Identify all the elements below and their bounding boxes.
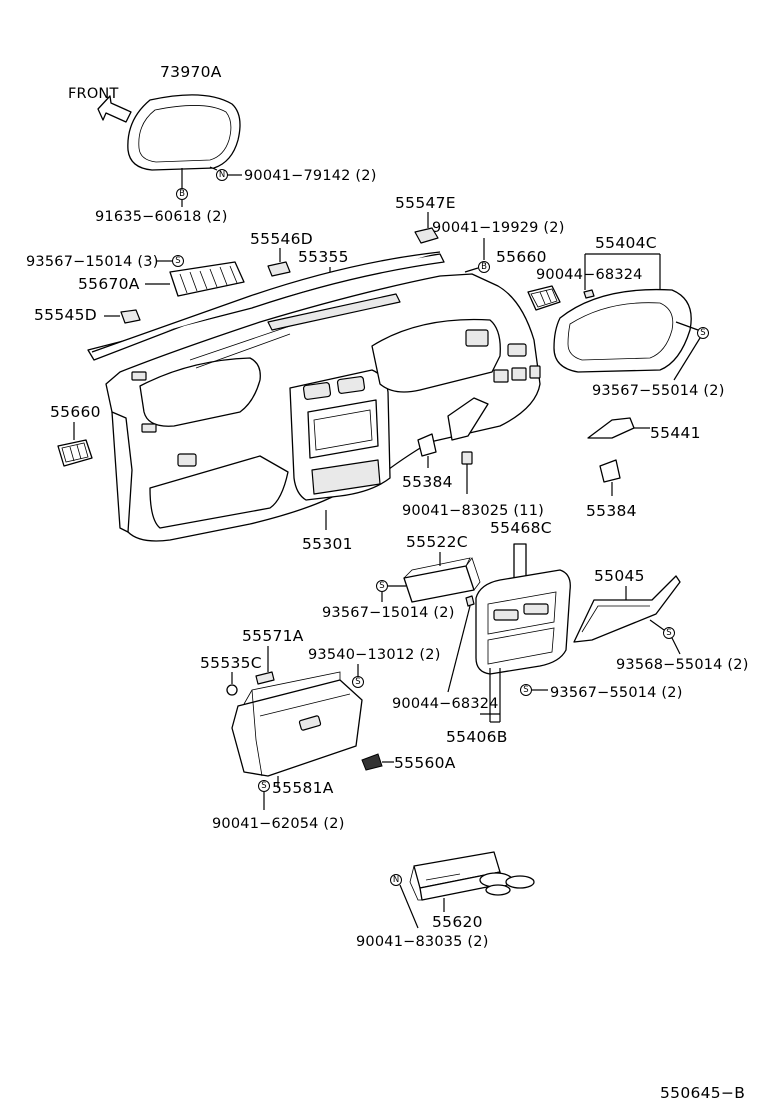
knob-55468C [513,543,527,581]
screw-symbol-icon: S [379,581,384,591]
part-55660-top: 55660 [496,248,561,311]
screw-symbol-icon: S [700,328,705,338]
clip-90041-83025 [461,451,473,465]
label-90041-83035: 90041−83035 (2) [356,934,489,950]
part-55404C: 55404C 90044−68324 S 93567−55014 (2) [536,234,725,399]
glove-box-55581A [231,679,363,777]
part-55547E: 55547E 90041−19929 (2) B [395,194,565,273]
clip-90044-68324-bottom [465,595,475,607]
part-55546D-55355: 55546D 55355 [87,230,445,361]
part-55660-left: 55660 [50,403,101,467]
nut-symbol-icon: N [219,170,225,180]
label-55546D: 55546D [250,230,313,248]
label-55045: 55045 [594,567,645,585]
label-55384-right: 55384 [586,502,637,520]
label-90044-68324-bottom: 90044−68324 [392,696,499,712]
label-55468C: 55468C [490,519,552,537]
label-55384-mid: 55384 [402,473,453,491]
label-55535C: 55535C [200,654,262,672]
label-55560A: 55560A [394,754,456,772]
part-73970A: 73970A B 91635−60618 (2) N 90041−79142 (… [95,63,377,225]
label-90041-83025: 90041−83025 (11) [402,503,544,519]
center-bezel-55406B [475,569,571,675]
part-55441: 55441 [587,417,701,442]
label-55404C: 55404C [595,234,657,252]
front-label: FRONT [68,86,119,102]
instrument-panel-55301: 55301 [105,273,541,553]
trim-55441 [587,417,635,439]
speaker-grille-73970A [127,94,241,171]
nut-symbol-icon: N [393,875,399,885]
striker-55571A [255,671,275,685]
label-55441: 55441 [650,424,701,442]
screw-symbol-icon: S [175,256,180,266]
part-55620: 55620 N 90041−83035 (2) [356,851,535,950]
screw-symbol-icon: S [355,677,360,687]
clip-55547E [414,227,439,244]
stopper-55535C [226,684,238,696]
part-55384-mid: 55384 90041−83025 (11) [402,433,544,519]
screw-symbol-icon: S [523,685,528,695]
part-55045: 55045 S 93568−55014 (2) [573,567,749,673]
diagram-code: 550645−B [660,1084,745,1102]
pocket-55522C [403,565,475,603]
label-55355: 55355 [298,248,349,266]
label-93567-55014-top: 93567−55014 (2) [592,383,725,399]
label-55660-top: 55660 [496,248,547,266]
clip-55545D [120,309,141,324]
label-55406B: 55406B [446,728,508,746]
vent-55670A [169,261,245,297]
label-55522C: 55522C [406,533,468,551]
label-55571A: 55571A [242,627,304,645]
part-55670A: 93567−15014 (3) S 55670A 55545D [26,254,245,324]
front-arrow: FRONT [68,86,132,123]
screw-symbol-icon: S [666,628,671,638]
label-91635-60618: 91635−60618 (2) [95,209,228,225]
latch-55560A [361,753,383,771]
lower-cover-55045 [573,575,681,643]
meter-hood-55404C [553,288,692,373]
label-90041-62054: 90041−62054 (2) [212,816,345,832]
label-73970A: 73970A [160,63,222,81]
part-55581A: 55571A 55535C 93540−13012 (2) S 55581A S… [200,627,441,832]
label-90044-68324-top: 90044−68324 [536,267,643,283]
part-55384-right: 55384 [586,459,637,520]
cover-55384-right [599,459,621,483]
bolt-symbol-icon: B [179,189,185,199]
label-55660-left: 55660 [50,403,101,421]
vent-55660-left [57,439,93,467]
clip-55546D [267,261,291,277]
label-93540-13012: 93540−13012 (2) [308,647,441,663]
label-93567-15014-3: 93567−15014 (3) [26,254,159,270]
bolt-symbol-icon: B [481,262,487,272]
label-55545D: 55545D [34,306,97,324]
screw-symbol-icon: S [261,781,266,791]
part-55406B: 55468C S 93567−55014 (2) 90044−68324 554… [392,519,683,746]
label-55670A: 55670A [78,275,140,293]
label-93568-55014: 93568−55014 (2) [616,657,749,673]
part-55522C: 55522C S 93567−15014 (2) [322,533,481,621]
label-93567-15014-2: 93567−15014 (2) [322,605,455,621]
cover-55384-mid [417,433,437,457]
part-55560A: 55560A [361,753,456,772]
label-90041-79142: 90041−79142 (2) [244,168,377,184]
label-55620: 55620 [432,913,483,931]
label-55547E: 55547E [395,194,456,212]
label-55581A: 55581A [272,779,334,797]
label-55301: 55301 [302,535,353,553]
label-90041-19929: 90041−19929 (2) [432,220,565,236]
clip-90044-68324-top [583,289,595,299]
label-93567-55014-bottom: 93567−55014 (2) [550,685,683,701]
front-arrow-icon [97,95,132,123]
